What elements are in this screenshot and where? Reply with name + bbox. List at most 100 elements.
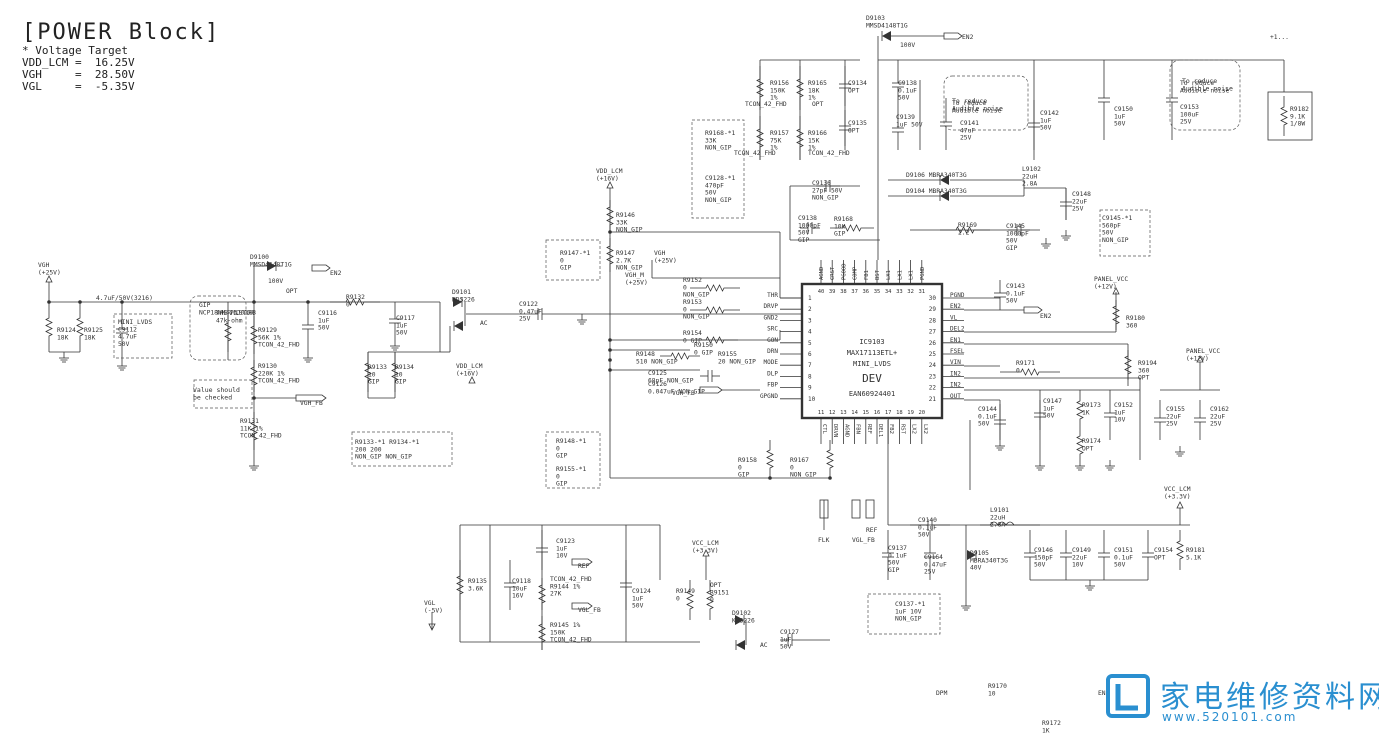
component-label: VDD_LCM(+16V): [596, 168, 623, 182]
component-label: OPT: [812, 101, 824, 108]
vgl-fb-test-point: [851, 499, 861, 519]
target-sep: =: [75, 80, 82, 93]
ic-pin-number: 11: [818, 410, 825, 416]
net-flag-icon: [1023, 306, 1043, 314]
ic-pin-name: EN2: [950, 303, 961, 310]
ic-pin-number: 33: [896, 289, 903, 295]
resistor-icon: [766, 440, 774, 478]
ic-pin-name: VIN: [950, 359, 961, 366]
ic-pin-name: IN2: [950, 382, 961, 389]
ic-pin-number: 40: [818, 289, 825, 295]
resistor-icon: [76, 302, 84, 352]
ic-pin-name: IN2: [950, 370, 961, 377]
ic-pin-name: DEL2: [950, 326, 965, 333]
ic-pin-name: FB2: [888, 424, 894, 434]
ic-pin-name: LX2: [922, 424, 928, 434]
component-label: AC: [480, 320, 488, 327]
resistor-icon: [606, 200, 614, 232]
resistor-icon: [706, 580, 714, 620]
resistor-icon: [690, 306, 740, 314]
ic-pin-number: 23: [929, 373, 937, 380]
resistor-icon: [45, 302, 53, 352]
option-box-4: [691, 119, 745, 219]
ic-pin-number: 34: [885, 289, 892, 295]
component-label: TCON_42_FHD: [808, 150, 850, 157]
component-label: PANEL_VCC(+12V): [1094, 276, 1128, 290]
ic-pin-name: CTL: [821, 424, 827, 435]
ic-pin-number: 6: [808, 351, 812, 358]
diode-icon: [267, 261, 276, 271]
ic-pin-number: 17: [885, 410, 892, 416]
ic-pin-number: 14: [851, 410, 858, 416]
component-label: 100V: [268, 278, 283, 285]
supply-arrow-icon: [1112, 287, 1120, 295]
target-value: 28.50V: [94, 68, 135, 81]
ic-pin-number: 36: [862, 289, 869, 295]
target-sep: =: [74, 56, 82, 69]
component-label: REF: [578, 563, 590, 570]
ic-pin-name: GND2: [764, 314, 779, 321]
ic-pin-number: 25: [929, 351, 937, 358]
ic-part: MAX17113ETL+: [847, 349, 898, 357]
ic-pin-number: 20: [918, 410, 925, 416]
target-row-vgh: VGH = 28.50V: [22, 69, 135, 81]
diode-icon: [940, 175, 949, 185]
component-label: D9106 MBRA340T3G: [906, 172, 967, 179]
component-label: DPM: [936, 690, 948, 697]
target-name: VDD_LCM: [22, 56, 69, 69]
component-label: VDD_LCM(+16V): [456, 363, 483, 377]
inductor-icon: [989, 521, 1015, 526]
watermark-brand: 家电维修资料网: [1160, 680, 1379, 715]
ic-pin-number: 18: [896, 410, 903, 416]
diode-icon: [736, 640, 745, 650]
target-row-vgl: VGL = -5.35V: [22, 81, 135, 93]
ic-pin-name: LX1: [909, 270, 915, 280]
resistor-icon: [692, 336, 738, 344]
voltage-target-heading: * Voltage Target: [22, 44, 128, 57]
component-label: +1...: [1270, 34, 1289, 41]
ic-pin-number: 30: [929, 295, 937, 302]
mini-lvds-box: [113, 313, 173, 359]
resistor-icon: [250, 316, 258, 354]
ic-pin-name: REF: [866, 424, 872, 434]
component-label: EN2: [962, 34, 974, 41]
watermark: 家电维修资料网 www.520101.com: [1102, 668, 1379, 726]
resistor-icon: [1076, 430, 1084, 460]
component-label: VCC_LCM(+3.3V): [1164, 486, 1191, 500]
ic-pin-name: AGND: [819, 267, 825, 280]
audible-box-1: [943, 75, 1029, 131]
ic-pin-number: 27: [929, 329, 937, 336]
